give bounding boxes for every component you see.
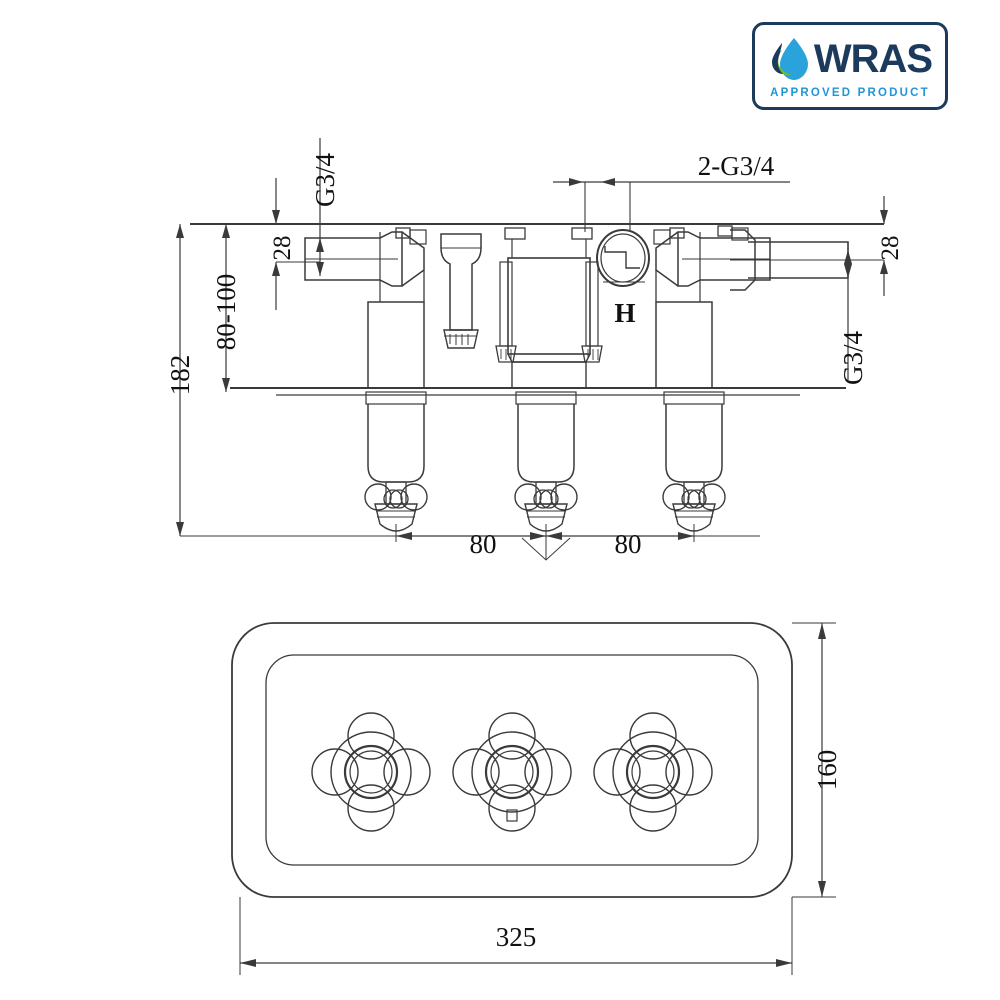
dim-80-right bbox=[546, 524, 695, 542]
right-valve-assembly bbox=[653, 227, 771, 389]
dim-182-label: 182 bbox=[165, 355, 195, 396]
dim-325 bbox=[240, 959, 792, 967]
section-view-group: H bbox=[165, 138, 904, 561]
dim-325-label: 325 bbox=[496, 922, 537, 952]
dim-28-right-label: 28 bbox=[877, 236, 904, 261]
dim-160 bbox=[818, 623, 826, 897]
leader-g34-left bbox=[316, 138, 324, 276]
wras-approved-badge: WRAS APPROVED PRODUCT bbox=[752, 22, 948, 110]
faceplate-handle-centre bbox=[452, 712, 572, 832]
left-cartridge bbox=[440, 233, 482, 349]
front-view-group: 160 325 bbox=[231, 622, 842, 975]
faceplate-handle-right bbox=[593, 712, 713, 832]
dim-28-left-label: 28 bbox=[269, 236, 296, 261]
wras-subtitle: APPROVED PRODUCT bbox=[770, 87, 930, 99]
dim-28-right bbox=[880, 196, 888, 296]
dim-g34-left-label: G3/4 bbox=[310, 153, 340, 208]
dimension-lines-front: 160 325 bbox=[239, 622, 842, 975]
faceplate-handle-left bbox=[311, 712, 431, 832]
centre-thermostatic-body bbox=[495, 227, 603, 389]
dim-80-right-label: 80 bbox=[615, 529, 642, 559]
wras-wordmark: WRAS bbox=[813, 37, 933, 81]
dim-80-100 bbox=[222, 224, 230, 392]
hot-inlet-marker-label: H bbox=[614, 298, 635, 328]
dim-80-left bbox=[395, 524, 547, 542]
leader-g34-right bbox=[844, 242, 884, 380]
dim-g34-right-label: G3/4 bbox=[838, 331, 868, 386]
handle-right bbox=[662, 391, 726, 532]
dim-28-left bbox=[272, 178, 320, 310]
dim-80-left-label: 80 bbox=[470, 529, 497, 559]
handle-centre bbox=[514, 391, 578, 532]
dim-2-g34-label: 2-G3/4 bbox=[698, 151, 775, 181]
dimension-lines-section: 182 80-100 bbox=[165, 138, 904, 559]
hot-inlet-port bbox=[596, 229, 650, 287]
handle-left bbox=[364, 391, 428, 532]
leader-2-g34 bbox=[553, 178, 790, 232]
dim-160-label: 160 bbox=[812, 750, 842, 791]
water-droplet-icon bbox=[771, 38, 808, 80]
dim-182 bbox=[176, 224, 760, 537]
dim-80-100-label: 80-100 bbox=[211, 274, 241, 351]
